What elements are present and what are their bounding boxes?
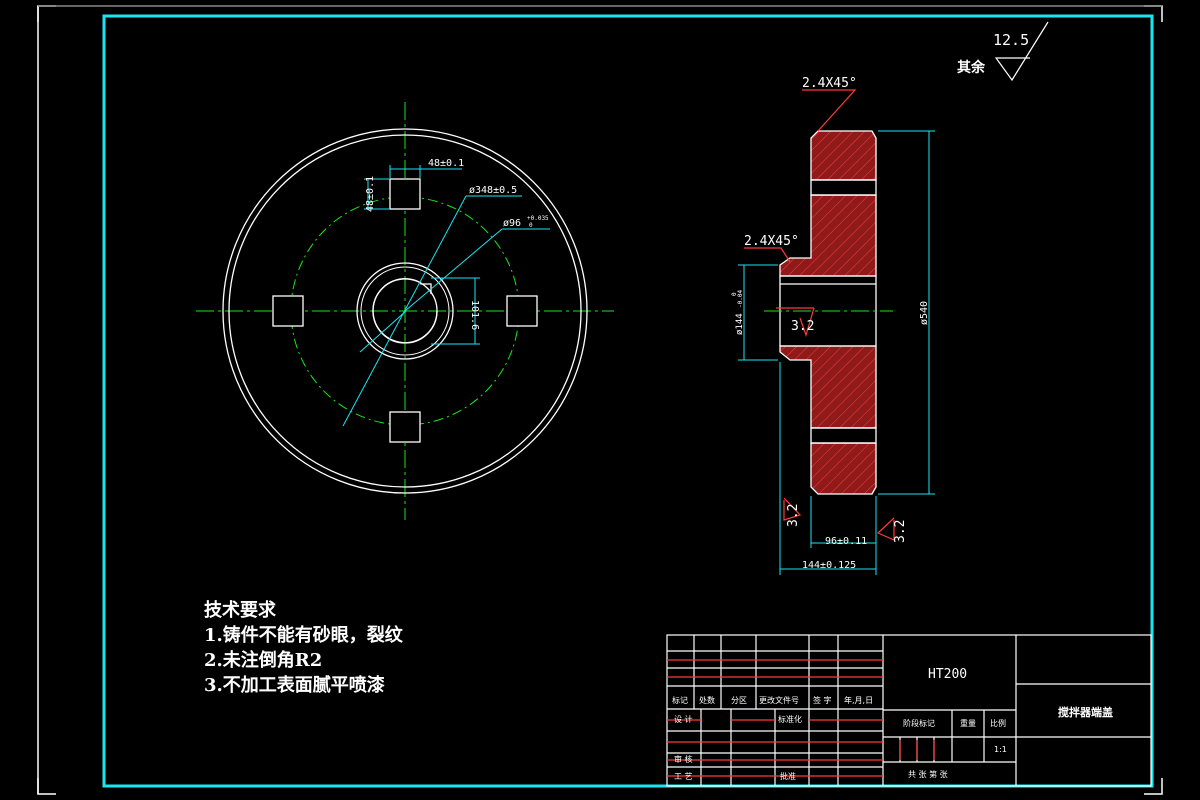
- tb-material: HT200: [928, 667, 967, 682]
- section-view: 2.4X45° 2.4X45° ø144 -0.04 0 ø540 3.2 3.…: [731, 76, 935, 575]
- tb-design: 设 计: [674, 714, 693, 724]
- tb-row-label-date: 年,月,日: [844, 695, 873, 705]
- tech-requirements-title: 技术要求: [204, 600, 276, 621]
- surface-finish-label: 其余: [957, 59, 986, 76]
- hub-outer-circle: [356, 262, 454, 360]
- tb-review: 审 核: [674, 754, 693, 764]
- surface-finish-value: 12.5: [993, 31, 1029, 49]
- tech-requirement-item: 2.未注倒角R2: [204, 650, 323, 671]
- title-block-red-lines: [667, 659, 935, 777]
- tb-row-label-zone: 分区: [731, 696, 747, 705]
- tech-requirement-item: 3.不加工表面腻平喷漆: [204, 675, 385, 696]
- sheet-outer-frame: [37, 5, 1163, 795]
- roughness-right: 3.2: [893, 520, 908, 543]
- tb-stage-mark: 阶段标记: [903, 718, 935, 728]
- tb-part-name: 搅拌器端盖: [1058, 705, 1113, 719]
- section-dimensions: [738, 130, 935, 575]
- tech-requirements: 技术要求 1.铸件不能有砂眼，裂纹 2.未注倒角R2 3.不加工表面腻平喷漆: [204, 598, 403, 698]
- dim-width-144: 144±0.125: [802, 560, 856, 571]
- roughness-left: 3.2: [786, 504, 801, 527]
- tb-approve: 批准: [780, 771, 796, 781]
- dim-slot-width: 48±0.1: [428, 158, 464, 169]
- tb-row-label-sign: 签 字: [813, 695, 832, 705]
- drawing-border: [102, 14, 1154, 788]
- section-hatch: [779, 130, 877, 495]
- tb-scale-value: 1:1: [994, 745, 1007, 754]
- slot-right: [506, 295, 538, 327]
- dim-keyway: 101.6: [469, 300, 480, 330]
- dim-bore: ø96: [503, 218, 521, 229]
- dim-hub-tol-upper: 0: [731, 292, 738, 296]
- flange-outer-circle: [222, 128, 588, 494]
- slot-bottom: [389, 411, 421, 443]
- tb-row-label-count: 处数: [699, 695, 715, 705]
- flange-inner-circle: [228, 134, 582, 488]
- slot-top: [389, 178, 421, 210]
- dim-hub-tol: -0.04: [737, 290, 744, 308]
- slot-left: [272, 295, 304, 327]
- dim-bore-tol-lower: 0: [529, 222, 533, 229]
- front-view-dimensions: [342, 165, 550, 427]
- tb-row-label-mark: 标记: [672, 695, 688, 705]
- dim-bore-tol: +0.035: [527, 215, 549, 222]
- dim-width-96: 96±0.11: [825, 536, 867, 547]
- title-block-texts: 标记 处数 分区 更改文件号 签 字 年,月,日 设 计 标准化 审 核 工 艺…: [672, 695, 1007, 781]
- tech-requirement-item: 1.铸件不能有砂眼，裂纹: [204, 625, 403, 646]
- surface-finish-symbol: [994, 21, 1049, 82]
- square-slots: [272, 178, 538, 443]
- chamfer-leaders: [744, 89, 895, 541]
- tb-sheets: 共 张 第 张: [908, 769, 948, 779]
- tb-weight: 重量: [960, 718, 976, 728]
- roughness-bore: 3.2: [791, 319, 814, 334]
- dim-outer-dia: ø540: [919, 301, 930, 325]
- title-block: [666, 634, 1152, 787]
- tb-process: 工 艺: [674, 772, 693, 781]
- dim-hub-dia: ø144: [735, 313, 745, 335]
- tb-scale-label: 比例: [990, 718, 1006, 728]
- chamfer-top-label: 2.4X45°: [802, 76, 857, 91]
- bore-circle: [372, 278, 438, 344]
- dim-bolt-circle: ø348±0.5: [469, 185, 517, 196]
- tb-row-label-doc: 更改文件号: [759, 695, 799, 705]
- hub-chamfer-circle: [360, 266, 450, 356]
- chamfer-mid-label: 2.4X45°: [744, 234, 799, 249]
- front-view: 48±0.1 48±0.1 ø348±0.5 ø96 +0.035 0 101.…: [196, 102, 614, 520]
- tb-standardize: 标准化: [778, 714, 802, 724]
- dim-slot-height: 48±0.1: [365, 176, 376, 212]
